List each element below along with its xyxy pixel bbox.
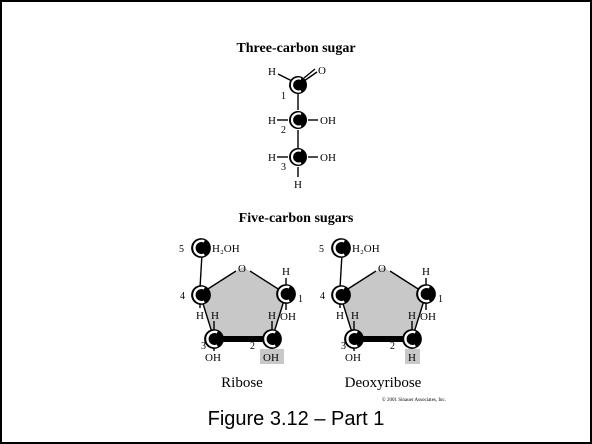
deoxyribose-h-c4: H	[336, 310, 344, 322]
ribose-carbon-2-atom	[261, 328, 283, 350]
ribose-c3-number: 3	[201, 341, 206, 352]
deoxyribose-ring-oxygen: O	[378, 263, 386, 275]
deoxyribose-name: Deoxyribose	[345, 375, 422, 391]
three-carbon-labels: H O 1 H 2 OH H 3 OH H	[268, 65, 336, 191]
ribose-oh-c1: OH	[280, 311, 296, 323]
deoxyribose-h-c1: H	[422, 266, 430, 278]
three-carbon-structure	[277, 68, 318, 177]
deoxyribose-labels: 5 H₂OH O 4 1 H H OH H H 3 2 OH H	[319, 243, 443, 364]
figure-caption: Figure 3.12 – Part 1	[207, 408, 385, 430]
ribose-h2oh: H₂OH	[212, 243, 240, 255]
ribose-h-c3: H	[211, 310, 219, 322]
ribose-h-c4: H	[196, 310, 204, 322]
deoxyribose-oh-c3: OH	[345, 352, 361, 364]
deoxyribose-c5-number: 5	[319, 244, 324, 255]
ribose-h-c1: H	[282, 266, 290, 278]
deoxyribose-h-highlight	[405, 349, 420, 364]
atom-h-bottom: H	[294, 179, 302, 191]
atom-h-top: H	[268, 66, 276, 78]
deoxyribose-carbon-2-atom	[401, 328, 423, 350]
deoxyribose-carbon-3-atom	[343, 328, 365, 350]
three-carbon-title: Three-carbon sugar	[236, 41, 355, 56]
ribose-name: Ribose	[221, 375, 263, 391]
carbon-2-atom	[288, 110, 308, 130]
ribose-oh-c3: OH	[205, 352, 221, 364]
ribose-oh-highlight	[260, 349, 284, 364]
ribose-carbon-1-atom	[275, 283, 297, 305]
ribose-carbon-5-atom	[190, 237, 212, 259]
carbon-2-number: 2	[281, 125, 286, 136]
copyright-notice: © 2001 Sinauer Associates, Inc.	[382, 397, 446, 403]
atom-h-2: H	[268, 115, 276, 127]
ribose-c4-number: 4	[180, 291, 185, 302]
ribose-carbon-4-atom	[190, 284, 212, 306]
ribose-c2-number: 2	[250, 341, 255, 352]
deoxyribose-h-c2: H	[408, 310, 416, 322]
ribose-carbon-3-atom	[203, 328, 225, 350]
deoxyribose-c1-number: 1	[438, 294, 443, 305]
deoxyribose-h2oh: H₂OH	[352, 243, 380, 255]
deoxyribose-c2-number: 2	[390, 341, 395, 352]
carbon-3-atom	[288, 147, 308, 167]
deoxyribose-carbon-5-atom	[330, 237, 352, 259]
deoxyribose-c3-number: 3	[341, 341, 346, 352]
atom-h-3: H	[268, 152, 276, 164]
carbon-1-number: 1	[281, 91, 286, 102]
ribose-ring-oxygen: O	[238, 263, 246, 275]
deoxyribose-carbon-1-atom	[415, 283, 437, 305]
atom-oh-2: OH	[320, 115, 336, 127]
ribose-c1-number: 1	[298, 294, 303, 305]
ribose-c5-number: 5	[179, 244, 184, 255]
deoxyribose-carbon-4-atom	[330, 284, 352, 306]
atom-oh-3: OH	[320, 152, 336, 164]
atom-o-top: O	[318, 65, 326, 77]
deoxyribose-c4-number: 4	[320, 291, 325, 302]
deoxyribose-h-c3: H	[351, 310, 359, 322]
deoxyribose-oh-c1: OH	[420, 311, 436, 323]
five-carbon-title: Five-carbon sugars	[239, 211, 354, 226]
carbon-3-number: 3	[281, 162, 286, 173]
ribose-oh-c2: OH	[263, 352, 279, 364]
ribose-h-c2: H	[268, 310, 276, 322]
deoxyribose-h-highlighted: H	[408, 352, 416, 364]
ribose-labels: 5 H₂OH O 4 1 H H OH H H 3 2 OH OH	[179, 243, 303, 364]
carbon-1-atom	[288, 75, 308, 95]
